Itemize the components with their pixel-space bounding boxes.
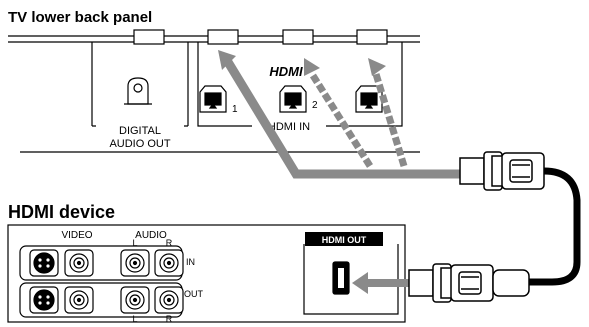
hdmi-cable-plug-top: [459, 151, 545, 191]
audio-l-out-jack: [120, 286, 150, 314]
optical-audio-port: [124, 77, 152, 105]
audio-r-in-jack: [154, 249, 184, 277]
hdmi-port-1: [199, 85, 227, 113]
solid-connection-arrow: [218, 50, 462, 179]
device-connection-arrow: [352, 272, 410, 294]
hdmi-device-title: HDMI device: [8, 202, 115, 222]
video-label: VIDEO: [61, 230, 92, 241]
in-label: IN: [186, 257, 195, 267]
hdmi-device-panel: [7, 224, 406, 323]
audio-r-out-label: R: [166, 314, 173, 324]
hdmi-cable-plug-bottom: [408, 263, 530, 303]
s-video-out-jack: [29, 286, 59, 314]
audio-l-in-label: L: [132, 238, 137, 248]
video-out-jack: [64, 286, 94, 314]
digital-audio-out-recess: [91, 42, 189, 127]
audio-l-out-label: L: [132, 314, 137, 324]
s-video-in-jack: [29, 249, 59, 277]
hdmi-in-label: HDMI IN: [268, 121, 310, 133]
hdmi-in-recess: [197, 42, 403, 127]
tv-panel-edge: [8, 29, 420, 153]
dashed-connection-arrow-port2: [304, 58, 373, 168]
hdmi-port-2: [279, 85, 307, 113]
hdmi-port-2-number: 2: [312, 100, 318, 111]
audio-r-in-label: R: [166, 238, 173, 248]
out-label: OUT: [184, 289, 204, 299]
hdmi-logo: HDMI: [269, 64, 303, 79]
hdmi-out-label: HDMI OUT: [322, 235, 367, 245]
dashed-connection-arrow-port3: [368, 58, 408, 168]
video-in-jack: [64, 249, 94, 277]
tv-panel-title: TV lower back panel: [8, 9, 152, 26]
hdmi-out-port: [332, 261, 350, 295]
audio-r-out-jack: [154, 286, 184, 314]
audio-out-label: AUDIO OUT: [109, 138, 170, 150]
audio-label: AUDIO: [135, 230, 167, 241]
audio-l-in-jack: [120, 249, 150, 277]
hdmi-cable: [528, 167, 581, 286]
digital-label: DIGITAL: [119, 125, 161, 137]
hdmi-port-1-number: 1: [232, 104, 238, 115]
hdmi-out-label-bg: [305, 232, 383, 246]
